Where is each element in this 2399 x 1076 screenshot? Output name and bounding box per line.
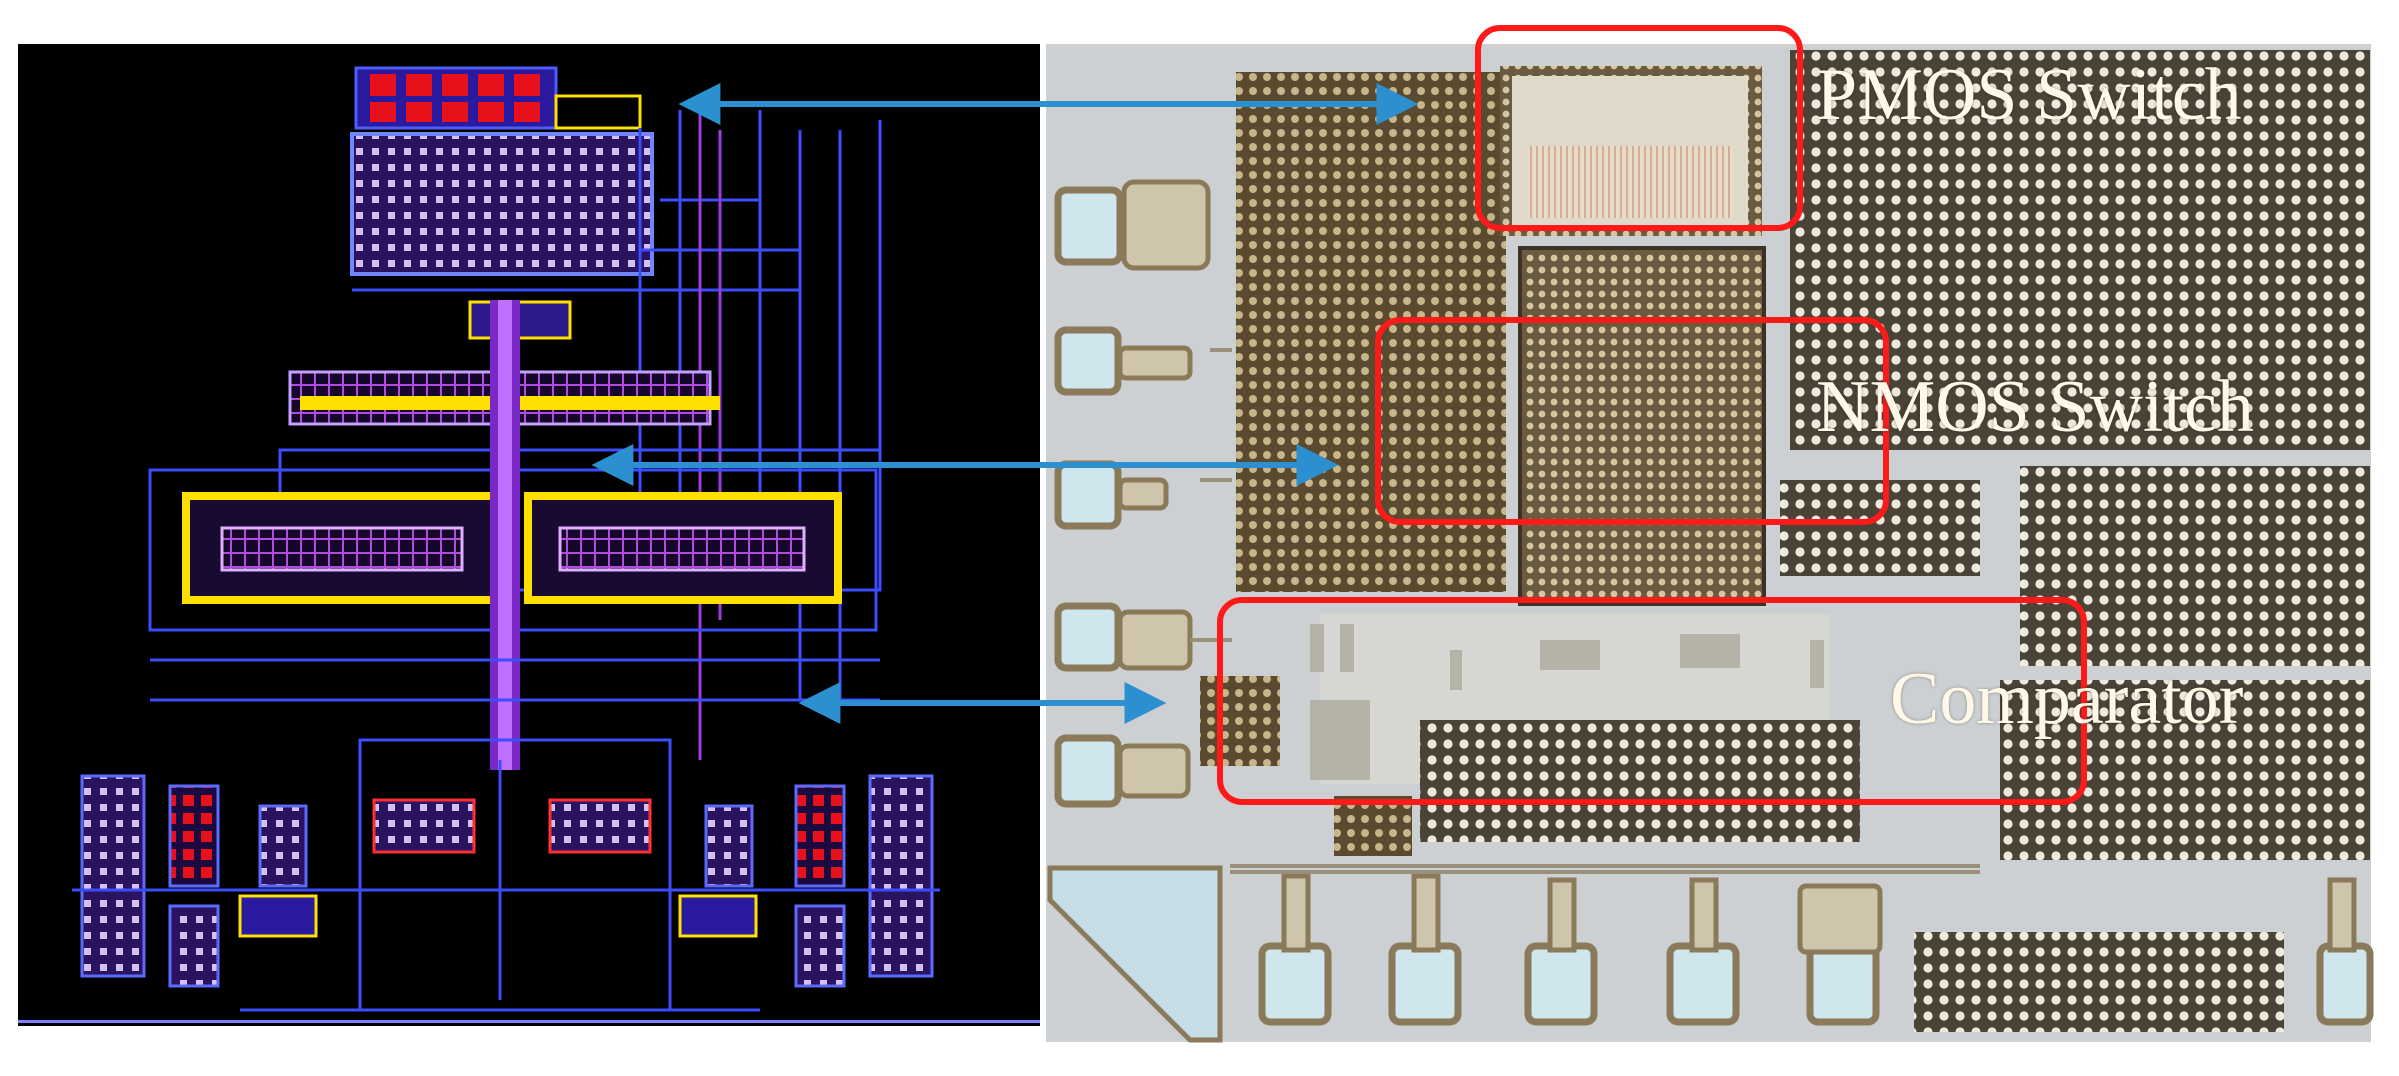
layout-view bbox=[18, 44, 1040, 1026]
comparator-label: Comparator bbox=[1890, 658, 2244, 740]
pmos-highlight-box bbox=[1475, 25, 1803, 231]
pmos-switch-label: PMOS Switch bbox=[1816, 54, 2242, 136]
comparator-highlight-box bbox=[1217, 597, 2087, 805]
nmos-highlight-box bbox=[1375, 317, 1889, 525]
nmos-switch-label: NMOS Switch bbox=[1816, 366, 2254, 448]
die-photo bbox=[1046, 44, 2374, 1043]
